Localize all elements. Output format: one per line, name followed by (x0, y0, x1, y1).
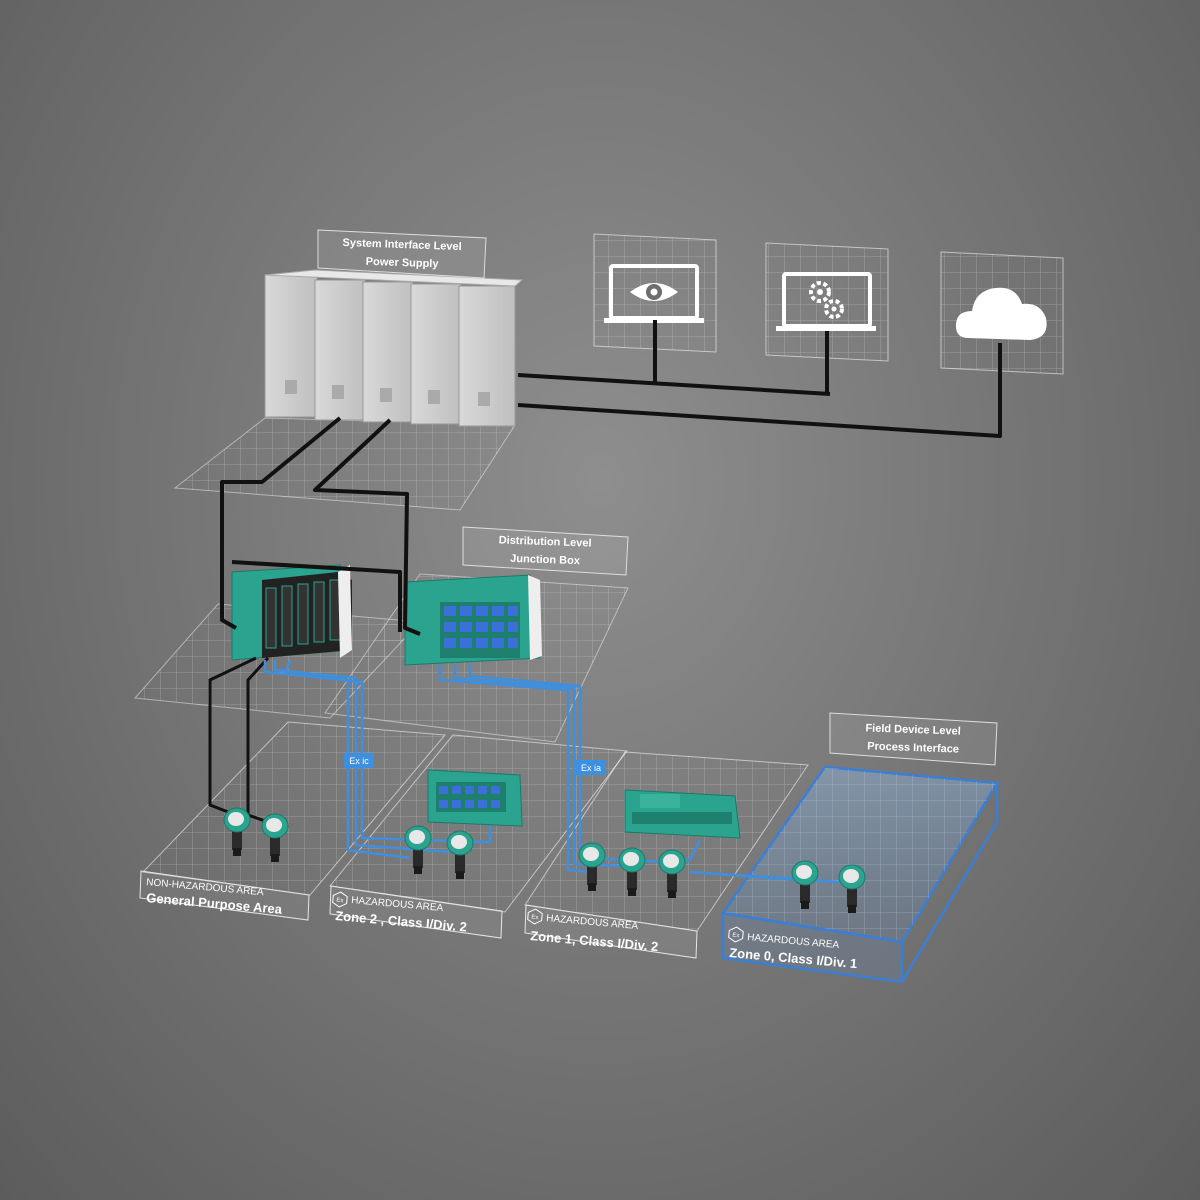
system-level-label: System Interface Level Power Supply (317, 229, 487, 279)
ex-symbol-icon: Ex (527, 908, 543, 925)
junction-box-left (231, 564, 352, 661)
remote-io-zone2 (427, 769, 523, 827)
gears-monitor-panel (765, 242, 889, 362)
junction-box-right (404, 574, 542, 666)
svg-text:Ex: Ex (732, 933, 740, 940)
ex-symbol-icon: Ex (728, 926, 744, 943)
gears-monitor-icon (776, 272, 876, 331)
field-level-label: Field Device Level Process Interface (829, 712, 998, 766)
field-transmitter (618, 847, 646, 896)
cloud-panel (940, 251, 1064, 375)
svg-text:Ex: Ex (336, 898, 344, 905)
cloud-icon (955, 287, 1047, 340)
field-transmitter (223, 807, 251, 856)
system-level-subtitle: Power Supply (366, 256, 440, 271)
field-level-subtitle: Process Interface (867, 740, 959, 755)
distribution-level-label: Distribution Level Junction Box (462, 526, 629, 576)
network-bus-cables (517, 320, 1002, 438)
field-transmitters (223, 807, 866, 913)
field-transmitter (838, 864, 866, 913)
system-interface-level: System Interface Level Power Supply (173, 229, 524, 511)
field-transmitter (446, 830, 474, 879)
remote-io-zone1 (624, 789, 741, 839)
field-device-level: Field Device Level Process Interface (139, 656, 1000, 984)
system-level-title: System Interface Level (342, 237, 462, 253)
field-transmitter (658, 849, 686, 898)
distribution-level-subtitle: Junction Box (510, 553, 581, 567)
field-transmitter (404, 825, 432, 874)
cable-tag-ex-ic-text: Ex ic (349, 756, 369, 766)
svg-text:Ex: Ex (531, 915, 539, 922)
cable-tag-ex-ia: Ex ia (576, 760, 606, 775)
power-supply-cabinets (264, 269, 524, 427)
zone-0-volume (720, 765, 1000, 984)
field-cables-black (208, 656, 270, 824)
cable-tag-ex-ia-text: Ex ia (581, 763, 601, 773)
field-transmitter (578, 842, 606, 891)
power-cables (220, 416, 421, 636)
cable-tag-ex-ic: Ex ic (344, 753, 374, 768)
field-transmitter (261, 813, 289, 862)
ex-symbol-icon: Ex (332, 891, 348, 908)
field-level-title: Field Device Level (865, 722, 961, 737)
field-transmitter (791, 860, 819, 909)
distribution-level-title: Distribution Level (498, 534, 591, 549)
